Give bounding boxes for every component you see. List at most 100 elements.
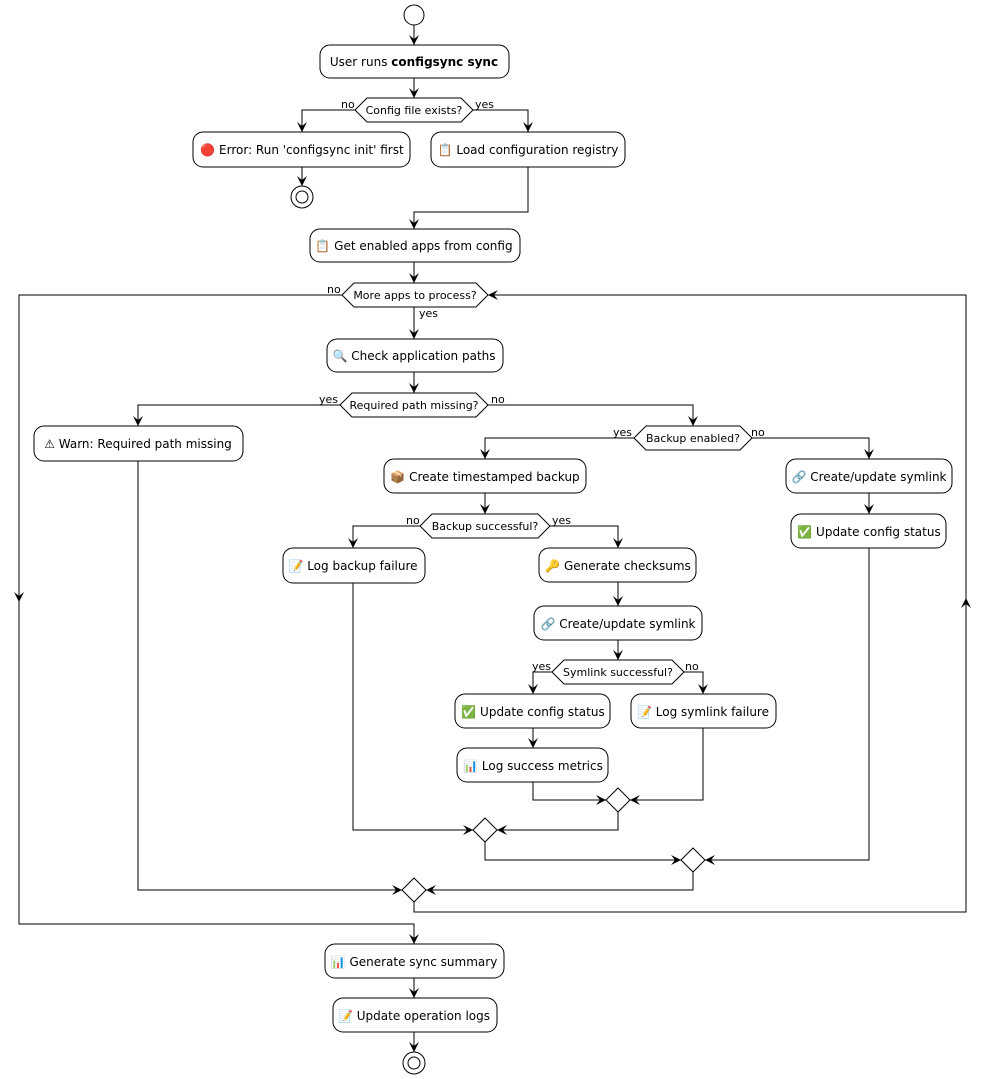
arrowhead: [409, 35, 419, 45]
decision-more-apps: More apps to process?: [341, 282, 489, 308]
arrowhead: [426, 885, 436, 895]
action-load-registry: 📋 Load configuration registry: [430, 131, 626, 168]
arrowhead: [409, 934, 419, 944]
stop-node-end: [402, 1051, 426, 1075]
arrowhead: [409, 88, 419, 98]
edge-logsuccess-to-merge1: [532, 782, 606, 801]
branch-label-no: no: [341, 98, 355, 111]
edge-missing-no: [488, 404, 694, 426]
arrowhead: [392, 885, 402, 895]
arrowhead: [688, 416, 698, 426]
edge-merge3-to-merge4: [426, 872, 694, 891]
action-log-symlink-failure-label: 📝 Log symlink failure: [637, 705, 769, 719]
arrowhead: [497, 825, 507, 835]
svg-text:User runs configsync sync: User runs configsync sync: [330, 55, 498, 69]
branch-labels: no yes no yes yes no yes no no yes yes n…: [319, 98, 765, 673]
action-user-runs: User runs configsync sync: [319, 44, 510, 79]
branch-label-yes: yes: [419, 307, 438, 320]
edge-config-yes: [473, 109, 529, 132]
action-generate-summary: 📊 Generate sync summary: [324, 943, 505, 979]
edge-logfailure-to-merge1: [630, 728, 704, 801]
action-error-init: 🔴 Error: Run 'configsync init' first: [192, 131, 411, 168]
action-create-backup: 📦 Create timestamped backup: [383, 458, 587, 494]
branch-label-yes: yes: [532, 660, 551, 673]
arrowheads: [14, 35, 971, 1052]
decision-path-missing: Required path missing?: [339, 392, 489, 418]
edges: [18, 25, 967, 1052]
edge-load-to-getapps: [413, 167, 529, 229]
arrowhead: [297, 122, 307, 132]
edge-warn-to-merge4: [137, 461, 402, 891]
action-log-success-label: 📊 Log success metrics: [463, 759, 603, 773]
action-update-status-ok-label: ✅ Update config status: [461, 705, 604, 719]
branch-label-no: no: [491, 393, 505, 406]
arrowhead: [409, 383, 419, 393]
arrowhead: [864, 449, 874, 459]
action-generate-summary-label: 📊 Generate sync summary: [331, 955, 498, 969]
arrowhead: [864, 504, 874, 514]
edge-backup-enabled-no: [752, 437, 870, 459]
branch-label-no: no: [751, 426, 765, 439]
arrowhead: [613, 538, 623, 548]
merge-node-backup: [472, 817, 498, 843]
arrowhead: [705, 855, 715, 865]
edge-backup-enabled-yes: [484, 437, 634, 459]
arrowhead: [596, 795, 606, 805]
action-update-logs: 📝 Update operation logs: [332, 997, 498, 1033]
decision-config-exists: Config file exists?: [354, 97, 474, 123]
action-generate-checksums: 🔑 Generate checksums: [538, 547, 697, 583]
branch-label-no: no: [406, 514, 420, 527]
arrowhead: [613, 596, 623, 606]
arrowhead: [671, 855, 681, 865]
action-get-apps: 📋 Get enabled apps from config: [309, 228, 521, 263]
arrowhead: [528, 738, 538, 748]
arrowhead: [348, 538, 358, 548]
arrowhead: [480, 504, 490, 514]
merge-node-missing: [401, 877, 427, 903]
action-update-logs-label: 📝 Update operation logs: [338, 1009, 490, 1023]
arrowhead: [961, 598, 971, 608]
arrowhead: [630, 795, 640, 805]
edge-merge2-to-merge3: [484, 842, 681, 861]
merge-node-symlink: [605, 787, 631, 813]
action-create-symlink-direct-label: 🔗 Create/update symlink: [791, 469, 946, 484]
edge-missing-yes: [137, 404, 340, 426]
decision-backup-enabled: Backup enabled?: [633, 425, 753, 451]
arrowhead: [488, 290, 498, 300]
edge-backupfailure-to-merge2: [352, 583, 473, 831]
action-load-registry-label: 📋 Load configuration registry: [438, 143, 619, 157]
edge-loop-no: [18, 294, 415, 944]
action-log-backup-failure: 📝 Log backup failure: [282, 547, 426, 584]
action-log-success: 📊 Log success metrics: [456, 747, 609, 783]
stop-node-error: [290, 185, 314, 209]
action-update-status-ok: ✅ Update config status: [454, 693, 611, 729]
action-create-symlink-direct: 🔗 Create/update symlink: [785, 458, 953, 494]
action-warn-missing-label: ⚠ Warn: Required path missing: [44, 437, 232, 451]
decision-backup-successful: Backup successful?: [419, 513, 551, 539]
arrowhead: [409, 273, 419, 283]
edge-update-direct-to-merge3: [705, 548, 870, 861]
branch-label-no: no: [327, 283, 341, 296]
edge-symlink-success-yes: [532, 671, 552, 694]
branch-label-no: no: [685, 660, 699, 673]
arrowhead: [613, 650, 623, 660]
edge-merge1-to-merge2: [497, 812, 619, 831]
decision-more-apps-label: More apps to process?: [353, 289, 477, 302]
edge-loop-back: [413, 294, 967, 913]
action-create-backup-label: 📦 Create timestamped backup: [390, 470, 579, 484]
arrowhead: [297, 176, 307, 186]
action-user-runs-command: configsync sync: [391, 55, 498, 69]
decision-symlink-successful-label: Symlink successful?: [563, 666, 673, 679]
action-warn-missing: ⚠ Warn: Required path missing: [33, 425, 244, 462]
action-user-runs-prefix: User runs: [330, 55, 391, 69]
branch-label-yes: yes: [613, 426, 632, 439]
edge-backup-success-no: [352, 525, 420, 548]
edge-config-no: [301, 109, 355, 132]
arrowhead: [523, 122, 533, 132]
decision-path-missing-label: Required path missing?: [349, 399, 478, 412]
arrowhead: [528, 684, 538, 694]
decision-config-exists-label: Config file exists?: [366, 104, 463, 117]
arrowhead: [409, 1042, 419, 1052]
branch-label-yes: yes: [552, 514, 571, 527]
